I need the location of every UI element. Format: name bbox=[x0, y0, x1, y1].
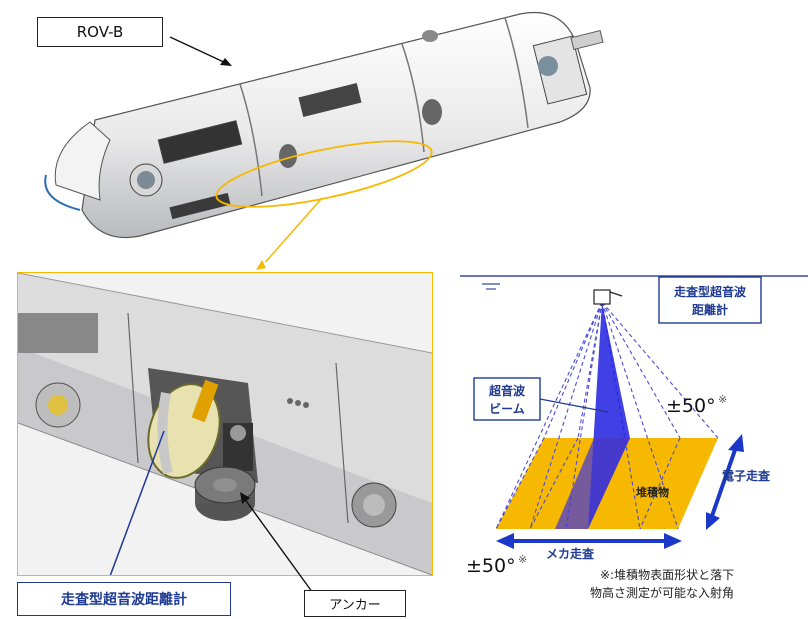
anchor-arrow bbox=[240, 492, 319, 601]
beam-callout-line1: 超音波 bbox=[488, 383, 526, 398]
zoom-arrowhead bbox=[256, 260, 266, 270]
rov-nose bbox=[44, 121, 163, 211]
angle-right-note-mark: ※ bbox=[718, 393, 727, 406]
sonar-device-callout bbox=[658, 276, 762, 324]
sonar-closeup-render bbox=[18, 273, 432, 575]
sediment-label: 堆積物 bbox=[636, 485, 669, 499]
beam-callout-line2: ビーム bbox=[489, 401, 525, 416]
sonar-device-callout-line2: 距離計 bbox=[692, 302, 728, 317]
mechanical-scan-arrow bbox=[496, 533, 682, 549]
rov-name-label: ROV-B bbox=[37, 17, 163, 47]
rov-label-arrow bbox=[169, 36, 229, 65]
footnote-line1: ※:堆積物表面形状と落下 bbox=[600, 567, 734, 582]
footnote-line2: 物高さ測定が可能な入射角 bbox=[590, 585, 734, 600]
mechanical-scan-label: メカ走査 bbox=[546, 546, 595, 561]
scan-coverage-diagram: 走査型超音波 距離計 超音波 ビーム ±50° ※ ±50° ※ 堆積物 電子走… bbox=[460, 275, 808, 600]
beam-callout-leader bbox=[539, 398, 609, 413]
electronic-scan-arrow bbox=[706, 434, 744, 530]
sonar-highlight-ellipse bbox=[215, 140, 433, 208]
angle-left-label: ±50° bbox=[466, 555, 516, 577]
beam-callout bbox=[473, 377, 541, 421]
anchor-label: アンカー bbox=[304, 590, 406, 617]
electronic-scan-label: 電子走査 bbox=[722, 468, 771, 483]
beam-footprint bbox=[555, 438, 630, 529]
sonar-device-callout-line1: 走査型超音波 bbox=[674, 284, 747, 299]
zoom-panel bbox=[17, 272, 433, 576]
rov-hull bbox=[81, 11, 591, 239]
zoom-connector-line bbox=[264, 197, 323, 262]
scanning-sonar-label: 走査型超音波距離計 bbox=[17, 582, 231, 616]
rov-tail bbox=[532, 29, 604, 105]
angle-right-label: ±50° bbox=[666, 395, 716, 417]
rov-b-render bbox=[44, 11, 604, 262]
angle-left-note-mark: ※ bbox=[518, 553, 527, 566]
rov-label-arrowhead bbox=[220, 58, 232, 66]
sonar-device-cube bbox=[593, 289, 611, 305]
